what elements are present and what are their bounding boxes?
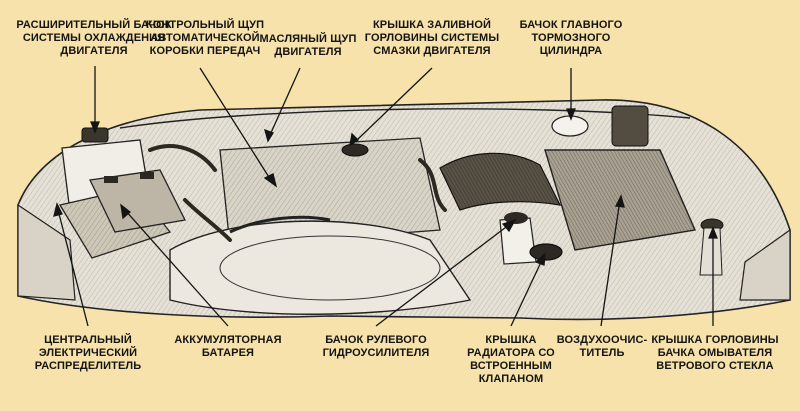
battery-shape: [89, 169, 186, 233]
label-transmission-dipstick: КОНТРОЛЬНЫЙ ЩУП АВТОМАТИЧЕСКОЙ КОРОБКИ П…: [145, 19, 265, 57]
leader-lines: [53, 66, 718, 327]
intake-duct-shape: [439, 152, 562, 211]
label-power-steering-reservoir: БАЧОК РУЛЕВОГО ГИДРОУСИЛИТЕЛЯ: [322, 334, 430, 359]
fan-shroud-shape: [169, 215, 472, 315]
radiator-cap-shape: [529, 243, 563, 261]
label-washer-filler-cap: КРЫШКА ГОРЛОВИНЫ БАЧКА ОМЫВАТЕЛЯ ВЕТРОВО…: [651, 334, 779, 372]
hoses: [148, 144, 447, 242]
label-battery: АККУМУЛЯТОРНАЯ БАТАРЕЯ: [174, 334, 282, 359]
label-brake-master-cylinder: БАЧОК ГЛАВНОГО ТОРМОЗНОГО ЦИЛИНДРА: [519, 19, 623, 57]
label-oil-filler-cap: КРЫШКА ЗАЛИВНОЙ ГОРЛОВИНЫ СИСТЕМЫ СМАЗКИ…: [364, 19, 500, 57]
label-power-distribution-center: ЦЕНТРАЛЬНЫЙ ЭЛЕКТРИЧЕСКИЙ РАСПРЕДЕЛИТЕЛЬ: [34, 334, 142, 372]
label-coolant-tank: РАСШИРИТЕЛЬНЫЙ БАЧОК СИСТЕМЫ ОХЛАЖДЕНИЯ …: [16, 19, 172, 57]
label-air-cleaner: ВОЗДУХООЧИС- ТИТЕЛЬ: [556, 334, 648, 359]
label-radiator-cap: КРЫШКА РАДИАТОРА СО ВСТРОЕННЫМ КЛАПАНОМ: [467, 334, 555, 385]
label-oil-dipstick: МАСЛЯНЫЙ ЩУП ДВИГАТЕЛЯ: [259, 33, 357, 58]
washer-cap-shape: [699, 218, 724, 276]
power-steering-reservoir-shape: [499, 212, 537, 265]
